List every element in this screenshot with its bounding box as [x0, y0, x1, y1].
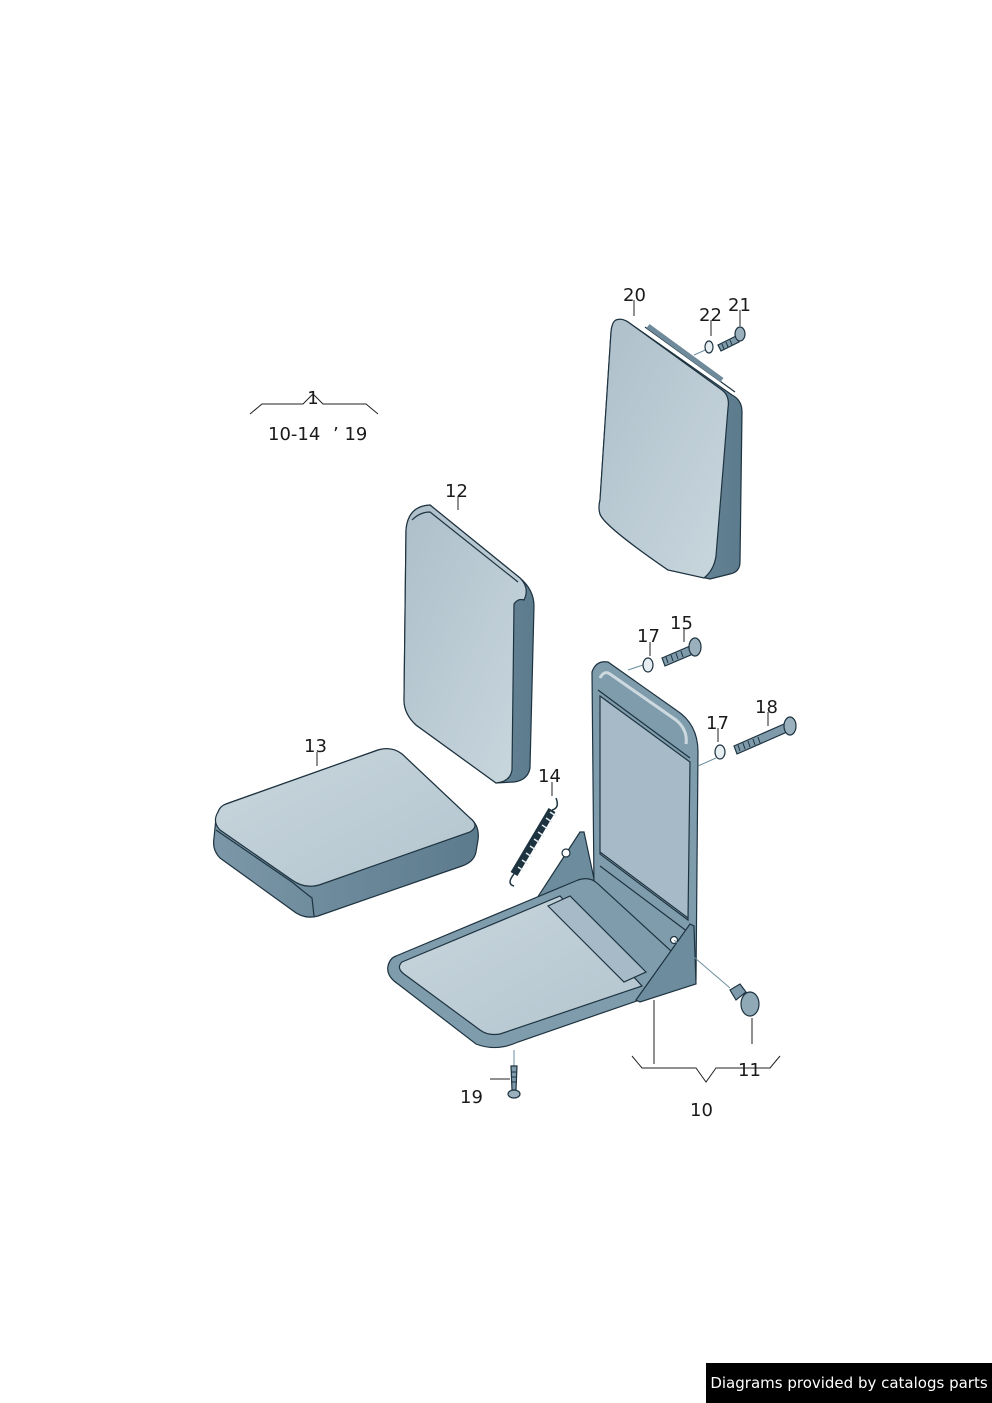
callout-12: 12 [445, 481, 468, 502]
callout-21-22-group: 22 21 [699, 295, 751, 336]
callout-13: 13 [304, 736, 327, 757]
callout-1: 1 [307, 388, 318, 409]
seat-frame [387, 661, 699, 1049]
callout-19: 19 [460, 1087, 483, 1108]
headrest [598, 318, 743, 580]
callout-13-group: 13 [304, 736, 327, 766]
backrest-cushion [403, 504, 535, 784]
seat-cushion [213, 748, 479, 918]
callout-17-upper: 17 [637, 626, 660, 647]
callout-20-group: 20 [623, 285, 646, 316]
headrest-screw [693, 326, 746, 356]
callout-17-15-group: 17 15 [637, 613, 693, 656]
callout-22: 22 [699, 305, 722, 326]
callout-10-14: 10-14 [268, 424, 320, 445]
group-bracket-1: 1 10-14 ’ 19 [249, 388, 379, 445]
callout-19-group: ’ 19 [333, 424, 367, 445]
group-bracket-10: 11 10 [631, 1000, 781, 1121]
callout-14: 14 [538, 766, 561, 787]
callout-17-18-group: 17 18 [706, 697, 778, 742]
upper-bolt [627, 637, 702, 673]
watermark: Diagrams provided by catalogs parts [706, 1363, 992, 1403]
callout-10: 10 [690, 1100, 713, 1121]
callout-17-lower: 17 [706, 713, 729, 734]
bottom-screw: 19 [460, 1050, 521, 1108]
callout-15: 15 [670, 613, 693, 634]
long-bolt [697, 716, 797, 767]
callout-12-group: 12 [445, 481, 468, 510]
pivot-pin [673, 939, 760, 1044]
callout-20: 20 [623, 285, 646, 306]
callout-21: 21 [728, 295, 751, 316]
tension-spring [509, 797, 559, 887]
callout-18: 18 [755, 697, 778, 718]
callout-14-group: 14 [538, 766, 561, 796]
callout-11: 11 [738, 1060, 761, 1081]
